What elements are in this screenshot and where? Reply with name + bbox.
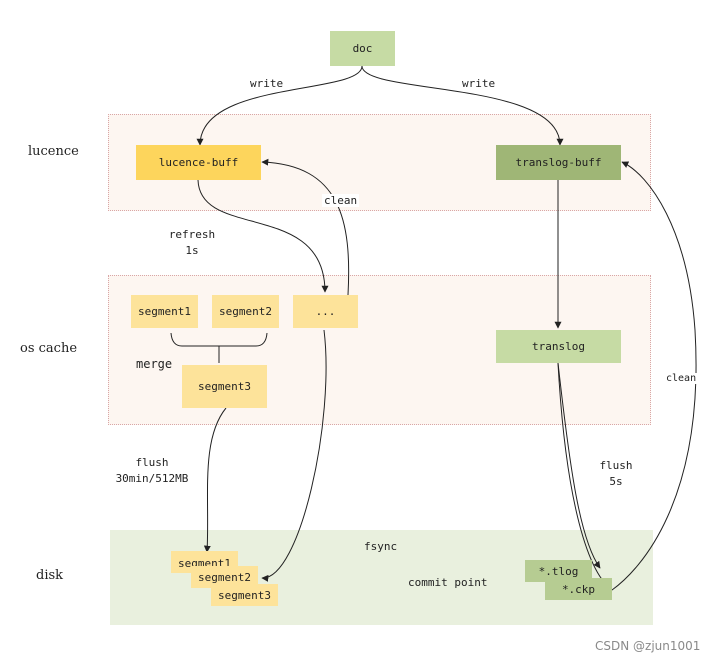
label-flush-right-line2: 5s (609, 475, 623, 488)
label-flush-left-line1: flush (135, 456, 169, 469)
label-refresh-line1: refresh (168, 228, 216, 241)
label-write-left: write (248, 77, 286, 90)
node-disk-segment2: segment2 (191, 566, 258, 588)
section-label-os-cache: os cache (20, 341, 78, 356)
watermark: CSDN @zjun1001 (595, 639, 701, 653)
edge-flush-left (203, 407, 227, 553)
label-commit-point: commit point (408, 576, 488, 589)
edge-clean-right (611, 161, 697, 591)
section-label-lucence: lucence (28, 144, 79, 159)
edge-refresh (197, 179, 329, 293)
label-flush-right: flush 5s (596, 459, 636, 488)
label-fsync: fsync (364, 540, 398, 553)
edge-dots-to-disk (261, 329, 327, 582)
node-tlog: *.tlog (525, 560, 592, 582)
label-flush-right-line1: flush (599, 459, 633, 472)
node-translog: translog (496, 330, 621, 363)
node-doc: doc (330, 31, 395, 66)
label-clean-right: clean (664, 373, 699, 384)
node-dots: ... (293, 295, 358, 328)
label-refresh: refresh 1s (168, 228, 216, 257)
node-lucene-buff: lucence-buff (136, 145, 261, 180)
label-merge: merge (136, 357, 173, 371)
edge-write-right (361, 65, 564, 146)
label-clean-top: clean (322, 194, 360, 207)
label-write-right: write (460, 77, 498, 90)
label-flush-left-line2: 30min/512MB (115, 472, 189, 485)
node-segment2: segment2 (212, 295, 279, 328)
label-flush-left: flush 30min/512MB (112, 456, 192, 485)
edge-write-left (196, 65, 363, 146)
section-label-disk: disk (36, 568, 64, 583)
node-segment1: segment1 (131, 295, 198, 328)
edge-flush-right-tlog (557, 362, 601, 569)
node-translog-buff: translog-buff (496, 145, 621, 180)
label-refresh-line2: 1s (185, 244, 199, 257)
node-ckp: *.ckp (545, 578, 612, 600)
merge-bracket (170, 332, 268, 347)
node-segment3: segment3 (182, 365, 267, 408)
node-disk-segment3: segment3 (211, 584, 278, 606)
